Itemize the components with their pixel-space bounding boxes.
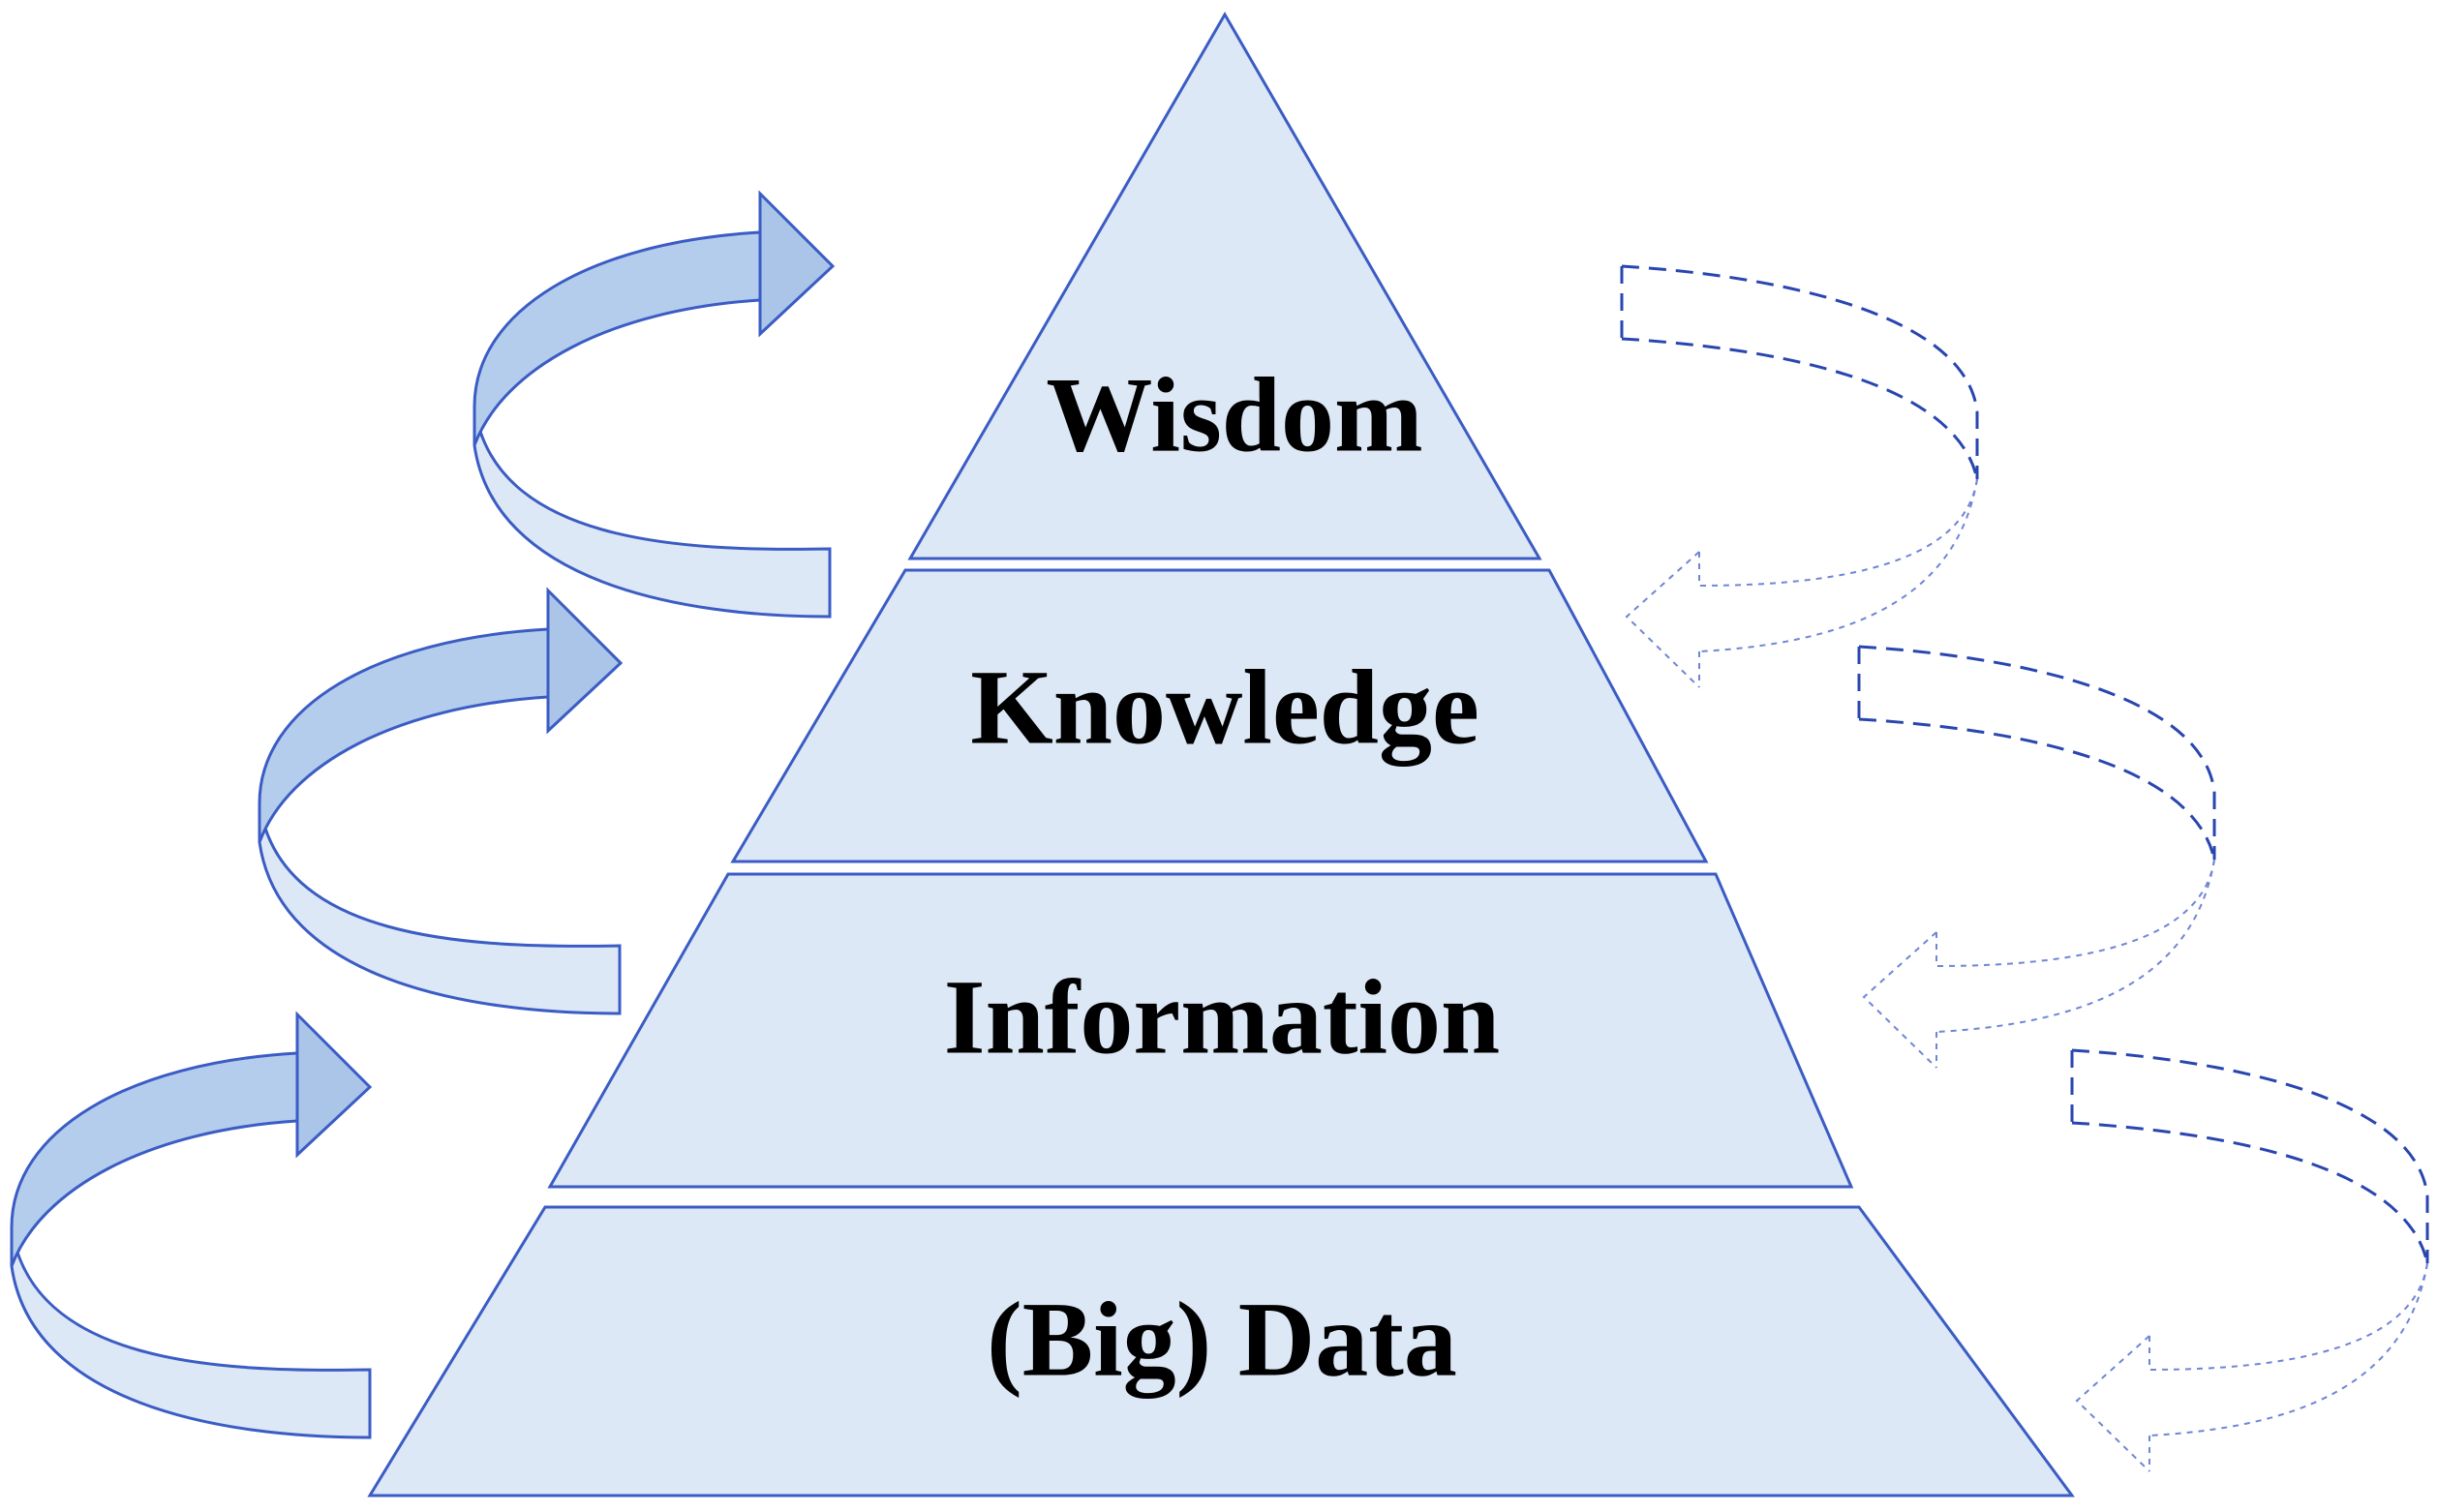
level-information-shape <box>547 872 1854 1189</box>
arrow-data-to-information <box>10 1011 373 1439</box>
level-wisdom-shape <box>907 12 1542 560</box>
left-arrows <box>10 190 836 1439</box>
dashed-arrow-information-to-data <box>2070 1048 2429 1472</box>
arrow-information-to-knowledge <box>258 587 624 1015</box>
level-big-data-label: (Big) Data <box>987 1280 1457 1398</box>
level-big-data-shape <box>367 1205 2075 1497</box>
level-wisdom-label: Wisdom <box>1046 355 1422 473</box>
level-knowledge-label: Knowledge <box>970 648 1479 766</box>
level-knowledge-shape <box>730 568 1709 863</box>
arrow-knowledge-to-wisdom <box>472 190 836 619</box>
dashed-arrow-knowledge-to-information <box>1857 645 2216 1069</box>
dashed-arrow-wisdom-to-knowledge <box>1620 264 1979 688</box>
level-information-label: Information <box>944 957 1500 1075</box>
right-dashed-arrows <box>1620 264 2429 1472</box>
pyramid: Wisdom Knowledge Information (Big) Data <box>367 12 2075 1497</box>
